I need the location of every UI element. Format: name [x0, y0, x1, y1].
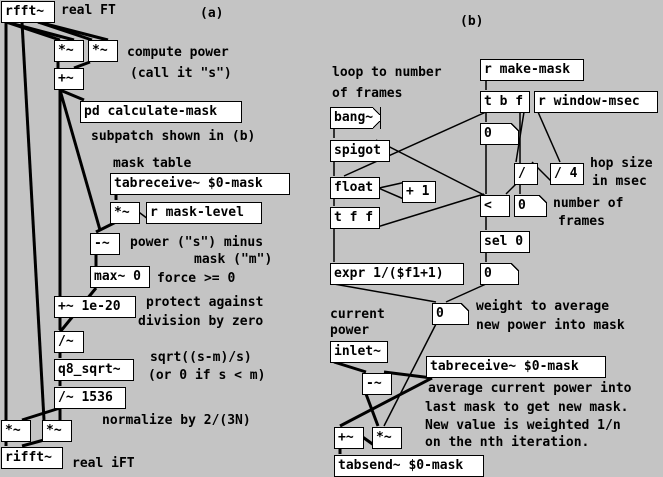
wire: [21, 438, 45, 448]
multiply-object[interactable]: *~: [372, 427, 402, 449]
comment-mask-table: mask table: [113, 156, 192, 171]
comment-loop-to-number: loop to number: [332, 65, 442, 80]
comment-mask-m: mask ("m"): [194, 252, 273, 267]
multiply-object[interactable]: *~: [42, 420, 72, 442]
multiply-object[interactable]: *~: [88, 40, 118, 62]
rfft-object[interactable]: rfft~: [1, 1, 55, 23]
panel-b-label: (b): [460, 14, 484, 29]
add-object[interactable]: +~: [334, 427, 364, 449]
wire: [383, 370, 433, 380]
comment-new-power-into-mask: new power into mask: [476, 318, 625, 333]
panel-b-signal-wires: [333, 360, 433, 454]
tabreceive-mask-object[interactable]: tabreceive~ $0-mask: [110, 173, 290, 195]
receive-make-mask-object[interactable]: r make-mask: [480, 59, 584, 81]
number-box[interactable]: 0: [514, 195, 547, 217]
tabsend-mask-object[interactable]: tabsend~ $0-mask: [334, 455, 484, 477]
expr-object[interactable]: expr 1/($f1+1): [330, 263, 464, 285]
comment-sqrt-zero: (or 0 if s < m): [148, 368, 266, 383]
divide-object[interactable]: /: [514, 163, 538, 185]
divide-by-four-object[interactable]: / 4: [550, 163, 584, 185]
wire: [343, 111, 487, 177]
wire: [445, 283, 487, 303]
weight-number-box[interactable]: 0: [432, 303, 469, 325]
divide-object[interactable]: /~: [54, 331, 84, 353]
comment-protect-against: protect against: [146, 295, 264, 310]
trigger-bang-float-object[interactable]: t b f: [480, 91, 530, 113]
add-object[interactable]: +~: [54, 68, 84, 90]
wire: [333, 283, 437, 303]
receive-mask-level-object[interactable]: r mask-level: [146, 202, 262, 224]
comment-real-ft: real FT: [61, 3, 116, 18]
comment-frames: frames: [558, 214, 605, 229]
comment-average-line-3: New value is weighted 1/n: [425, 418, 621, 433]
comment-in-msec: in msec: [592, 174, 647, 189]
max-object[interactable]: max~ 0: [90, 266, 150, 288]
comment-sqrt-formula: sqrt((s-m)/s): [150, 350, 252, 365]
bang-message[interactable]: bang~: [330, 107, 381, 129]
comment-subpatch-shown: subpatch shown in (b): [91, 129, 256, 144]
comment-real-ift: real iFT: [72, 456, 135, 471]
wire: [333, 360, 367, 374]
plus-one-object[interactable]: + 1: [402, 181, 436, 203]
rifft-object[interactable]: rifft~: [1, 447, 63, 469]
wire: [339, 376, 433, 428]
comment-power: power: [330, 323, 370, 338]
comment-average-line-4: on the nth iteration.: [425, 435, 590, 450]
wire: [375, 139, 487, 197]
panel-a-label: (a): [200, 6, 224, 21]
spigot-object[interactable]: spigot: [330, 140, 390, 162]
wire: [58, 89, 102, 231]
multiply-object[interactable]: *~: [54, 40, 84, 62]
comment-force-positive: force >= 0: [157, 271, 236, 286]
less-than-object[interactable]: <: [480, 195, 510, 217]
tabreceive-mask-object[interactable]: tabreceive~ $0-mask: [426, 356, 606, 378]
comment-normalize: normalize by 2/(3N): [102, 413, 251, 428]
comment-compute-power: compute power: [127, 45, 229, 60]
wire: [5, 20, 75, 42]
wire: [73, 60, 91, 70]
add-epsilon-object[interactable]: +~ 1e-20: [54, 296, 136, 318]
number-box[interactable]: 0: [480, 123, 519, 145]
comment-power-minus: power ("s") minus: [130, 235, 264, 250]
trigger-float-float-object[interactable]: t f f: [330, 207, 380, 229]
multiply-object[interactable]: *~: [110, 202, 140, 224]
number-box[interactable]: 0: [480, 263, 519, 285]
wire: [505, 183, 517, 195]
wire: [20, 21, 46, 421]
comment-call-it-s: (call it "s"): [130, 66, 232, 81]
wire: [21, 406, 61, 422]
receive-window-msec-object[interactable]: r window-msec: [534, 91, 658, 113]
subtract-object[interactable]: -~: [90, 233, 120, 255]
wire: [364, 393, 380, 427]
select-zero-object[interactable]: sel 0: [480, 231, 530, 253]
multiply-object[interactable]: *~: [1, 420, 31, 442]
wire: [537, 111, 561, 163]
comment-average-line-1: average current power into: [428, 381, 632, 396]
comment-division-by-zero: division by zero: [138, 314, 264, 329]
calculate-mask-subpatch[interactable]: pd calculate-mask: [80, 101, 242, 123]
divide-normalize-object[interactable]: /~ 1536: [54, 387, 126, 409]
comment-number-of: number of: [553, 196, 624, 211]
inlet-object[interactable]: inlet~: [330, 341, 388, 363]
comment-weight-to-average: weight to average: [476, 299, 610, 314]
sqrt-object[interactable]: q8_sqrt~: [54, 359, 134, 381]
comment-of-frames: of frames: [332, 86, 403, 101]
wire: [37, 20, 109, 42]
comment-average-line-2: last mask to get new mask.: [425, 400, 629, 415]
float-object[interactable]: float: [330, 177, 380, 199]
wire: [373, 193, 485, 229]
subtract-object[interactable]: -~: [362, 373, 392, 395]
comment-current: current: [330, 307, 385, 322]
comment-hop-size: hop size: [590, 156, 653, 171]
wire: [59, 88, 85, 102]
